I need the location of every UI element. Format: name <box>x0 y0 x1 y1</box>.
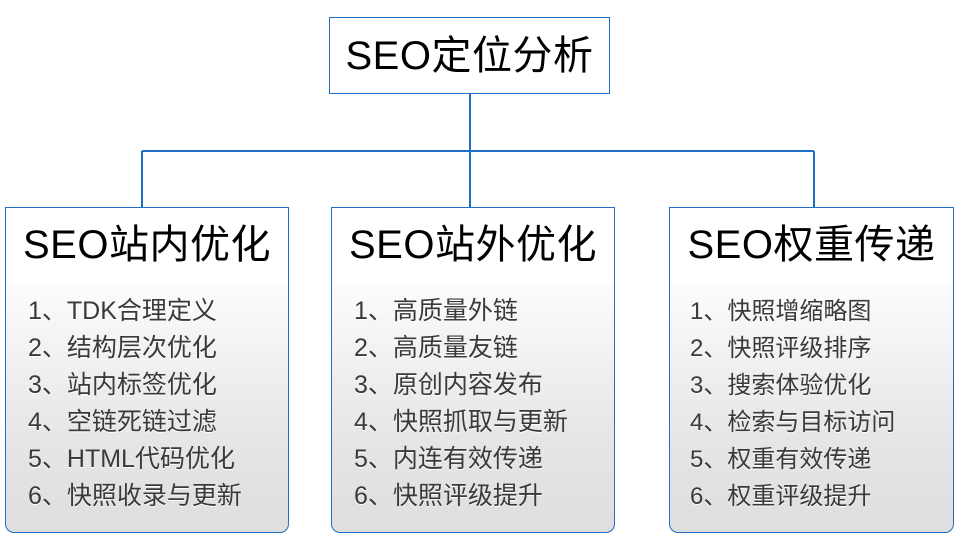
branch-body-1: 1、TDK合理定义 2、结构层次优化 3、站内标签优化 4、空链死链过滤 5、H… <box>5 282 289 533</box>
branch-column-3: SEO权重传递 1、快照增缩略图 2、快照评级排序 3、搜索体验优化 4、检索与… <box>669 207 954 533</box>
list-item: 3、原创内容发布 <box>354 371 543 399</box>
branch-body-3: 1、快照增缩略图 2、快照评级排序 3、搜索体验优化 4、检索与目标访问 5、权… <box>669 282 954 533</box>
list-item: 5、HTML代码优化 <box>28 445 235 473</box>
branch-header-label-1: SEO站内优化 <box>23 223 271 267</box>
list-item: 6、快照评级提升 <box>354 482 543 510</box>
list-item: 1、快照增缩略图 <box>690 298 872 325</box>
list-item: 5、内连有效传递 <box>354 445 543 473</box>
branch-header-3[interactable]: SEO权重传递 <box>669 207 954 283</box>
list-item: 2、结构层次优化 <box>28 334 217 362</box>
branch-column-2: SEO站外优化 1、高质量外链 2、高质量友链 3、原创内容发布 4、快照抓取与… <box>331 207 615 533</box>
branch-header-label-2: SEO站外优化 <box>349 223 597 267</box>
list-item: 6、权重评级提升 <box>690 483 872 510</box>
branch-column-1: SEO站内优化 1、TDK合理定义 2、结构层次优化 3、站内标签优化 4、空链… <box>5 207 289 533</box>
branch-header-label-3: SEO权重传递 <box>687 223 936 267</box>
branch-item-list-1: 1、TDK合理定义 2、结构层次优化 3、站内标签优化 4、空链死链过滤 5、H… <box>6 293 288 515</box>
list-item: 4、快照抓取与更新 <box>354 408 568 436</box>
list-item: 4、检索与目标访问 <box>690 409 896 436</box>
list-item: 1、TDK合理定义 <box>28 297 217 325</box>
list-item: 3、站内标签优化 <box>28 371 217 399</box>
list-item: 6、快照收录与更新 <box>28 482 242 510</box>
list-item: 2、快照评级排序 <box>690 335 872 362</box>
list-item: 4、空链死链过滤 <box>28 408 217 436</box>
branch-header-2[interactable]: SEO站外优化 <box>331 207 615 283</box>
list-item: 3、搜索体验优化 <box>690 372 872 399</box>
branch-item-list-3: 1、快照增缩略图 2、快照评级排序 3、搜索体验优化 4、检索与目标访问 5、权… <box>670 293 953 515</box>
list-item: 1、高质量外链 <box>354 297 518 325</box>
branch-item-list-2: 1、高质量外链 2、高质量友链 3、原创内容发布 4、快照抓取与更新 5、内连有… <box>332 293 614 515</box>
branch-header-1[interactable]: SEO站内优化 <box>5 207 289 283</box>
list-item: 2、高质量友链 <box>354 334 518 362</box>
root-node-label: SEO定位分析 <box>345 33 594 78</box>
root-node[interactable]: SEO定位分析 <box>329 17 610 94</box>
branch-body-2: 1、高质量外链 2、高质量友链 3、原创内容发布 4、快照抓取与更新 5、内连有… <box>331 282 615 533</box>
list-item: 5、权重有效传递 <box>690 446 872 473</box>
